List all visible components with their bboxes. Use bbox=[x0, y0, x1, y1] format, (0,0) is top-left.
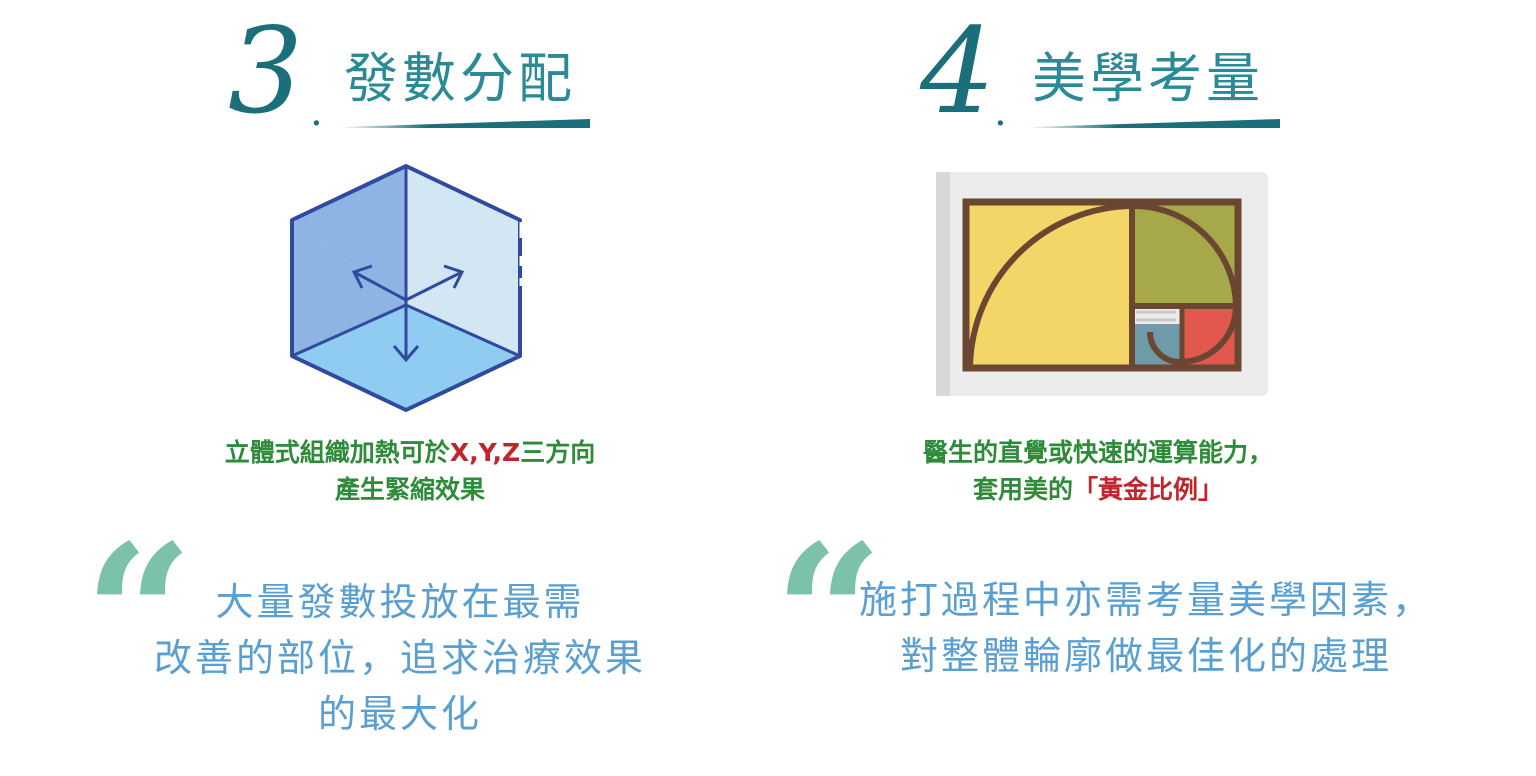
3d-cube-arrows-icon bbox=[290, 164, 525, 412]
golden-ratio-icon bbox=[936, 172, 1268, 396]
heading-underline bbox=[340, 119, 590, 128]
quote-line-2: 對整體輪廓做最佳化的處理 bbox=[899, 634, 1392, 678]
section-4: 4 . 美學考量 醫生的直覺或快速的運算能力， 套用美的「黃金比例」 “ bbox=[768, 0, 1536, 776]
quote-line-1: 大量發數投放在最需 bbox=[215, 580, 585, 624]
section-heading: 發數分配 bbox=[344, 47, 576, 110]
section-quote: 施打過程中亦需考量美學因素， 對整體輪廓做最佳化的處理 bbox=[836, 572, 1456, 684]
quote-line-1: 施打過程中亦需考量美學因素， bbox=[858, 578, 1433, 622]
quote-mark-icon: “ bbox=[84, 503, 194, 726]
section-heading: 美學考量 bbox=[1032, 47, 1264, 110]
section-number: 4 bbox=[920, 2, 995, 140]
caption-line-2: 套用美的「黃金比例」 bbox=[972, 475, 1224, 504]
section-caption: 醫生的直覺或快速的運算能力， 套用美的「黃金比例」 bbox=[838, 434, 1358, 508]
quote-line-3: 的最大化 bbox=[317, 692, 482, 736]
caption-line-1: 立體式組織加熱可於X,Y,Z三方向 bbox=[224, 438, 596, 467]
section-number-dot: . bbox=[310, 89, 323, 135]
section-caption: 立體式組織加熱可於X,Y,Z三方向 產生緊縮效果 bbox=[150, 434, 670, 508]
caption-line-2: 產生緊縮效果 bbox=[334, 475, 485, 504]
section-3: 3 . 發數分配 立體式組織加熱可於X,Y bbox=[84, 2, 680, 742]
section-number: 3 bbox=[228, 2, 303, 140]
heading-underline bbox=[1028, 119, 1280, 128]
quote-line-2: 改善的部位，追求治療效果 bbox=[153, 636, 646, 680]
quote-mark-icon: “ bbox=[774, 503, 884, 726]
section-number-dot: . bbox=[994, 89, 1007, 135]
section-quote: 大量發數投放在最需 改善的部位，追求治療效果 的最大化 bbox=[120, 574, 680, 742]
caption-line-1: 醫生的直覺或快速的運算能力， bbox=[922, 438, 1273, 467]
